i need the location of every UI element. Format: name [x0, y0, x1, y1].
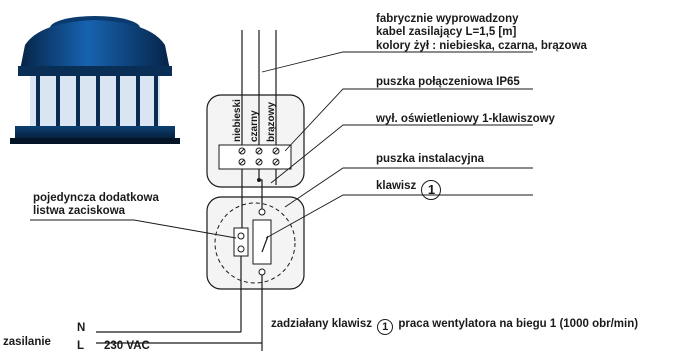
- operation-note-prefix: zadziałany klawisz: [271, 318, 372, 330]
- cable-label-line1: fabrycznie wyprowadzony: [376, 13, 519, 25]
- wire-label-black: czarny: [249, 110, 260, 142]
- roof-fan-illustration: [10, 16, 180, 144]
- wire-label-blue: niebieski: [232, 99, 243, 142]
- wire-label-brown: brązowy: [266, 101, 277, 142]
- junction-terminal-block: [218, 144, 292, 170]
- installation-box-label: puszka instalacyjna: [376, 153, 485, 165]
- key-number-circle: 1: [421, 180, 442, 200]
- installation-box-dashed-circle: [214, 202, 296, 284]
- cable-label-line3: kolory żył : niebieska, czarna, brązowa: [376, 40, 587, 52]
- junction-box-label: puszka połączeniowa IP65: [376, 76, 520, 88]
- switch-type-label: wył. oświetleniowy 1-klawiszowy: [376, 113, 555, 125]
- leader-lines: [30, 51, 533, 239]
- cable-label-line2: kabel zasilający L=1,5 [m]: [376, 26, 517, 38]
- terminal-strip-label: pojedyncza dodatkowa listwa zaciskowa: [33, 192, 159, 217]
- key-label-text: klawisz: [376, 180, 417, 192]
- key-label: klawisz 1: [376, 180, 443, 200]
- supply-live: L: [77, 340, 85, 352]
- switch-contact: [261, 235, 269, 253]
- supply-neutral: N: [77, 322, 86, 334]
- operation-note-suffix: praca wentylatora na biegu 1 (1000 obr/m…: [398, 318, 639, 330]
- supply-voltage: 230 VAC: [104, 340, 150, 352]
- switch-body: [252, 219, 272, 265]
- operation-note: zadziałany klawisz 1 praca wentylatora n…: [271, 318, 638, 335]
- supply-label: zasilanie: [3, 336, 51, 348]
- operation-note-number: 1: [377, 319, 394, 335]
